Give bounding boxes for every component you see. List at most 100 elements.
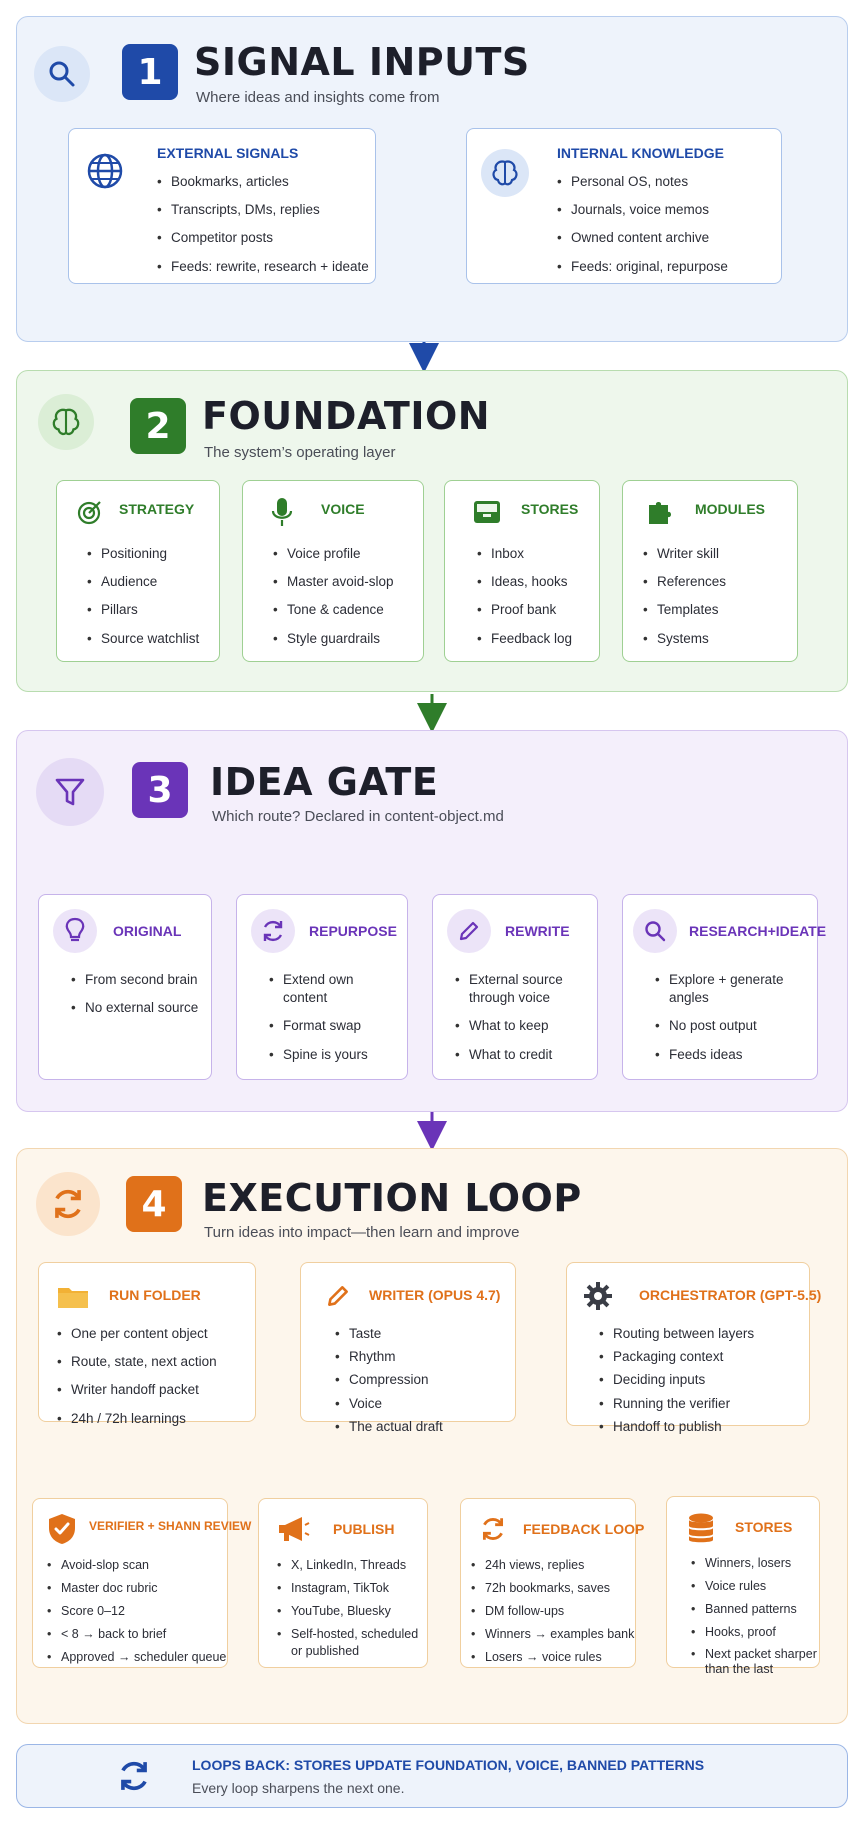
list-item: DM follow-ups xyxy=(471,1603,635,1620)
card-research-ideate: RESEARCH+IDEATE Explore + generate angle… xyxy=(622,894,826,1080)
folder-icon xyxy=(55,1281,91,1311)
brain-icon xyxy=(38,394,94,450)
list-item: No post output xyxy=(655,1017,805,1035)
card-heading: RUN FOLDER xyxy=(109,1287,201,1303)
list-item: Templates xyxy=(643,601,793,619)
list-item: Winners, losers xyxy=(691,1555,819,1572)
card-heading: ORIGINAL xyxy=(113,923,182,939)
list-item: One per content object xyxy=(57,1325,253,1343)
list-item: Routing between layers xyxy=(599,1325,805,1343)
section-title-idea-gate: IDEA GATE xyxy=(210,760,439,804)
list-item: Losers → voice rules xyxy=(471,1649,635,1666)
card-internal-knowledge: INTERNAL KNOWLEDGE Personal OS, notes Jo… xyxy=(466,128,782,284)
section-number-3: 3 xyxy=(132,762,188,818)
list-item: Instagram, TikTok xyxy=(277,1580,427,1597)
footer-subtitle: Every loop sharpens the next one. xyxy=(192,1780,405,1796)
list-item: Approved → scheduler queue xyxy=(47,1649,227,1666)
list-item: What to credit xyxy=(455,1046,595,1064)
list-item: Tone & cadence xyxy=(273,601,423,619)
list-item: Voice xyxy=(335,1395,511,1413)
filter-icon xyxy=(36,758,104,826)
list-item: What to keep xyxy=(455,1017,595,1035)
list-item: Score 0–12 xyxy=(47,1603,227,1620)
section-number-4: 4 xyxy=(126,1176,182,1232)
list-item: Journals, voice memos xyxy=(557,201,777,219)
list-item: Feeds: original, repurpose xyxy=(557,258,777,276)
list-item: Deciding inputs xyxy=(599,1371,805,1389)
microphone-icon xyxy=(267,495,297,529)
list-item: Packaging context xyxy=(599,1348,805,1366)
card-heading: STORES xyxy=(735,1519,793,1535)
list-item: Format swap xyxy=(269,1017,387,1035)
list-item: Bookmarks, articles xyxy=(157,173,371,191)
card-orchestrator: ORCHESTRATOR (GPT-5.5) Routing between l… xyxy=(566,1262,821,1436)
list-item: Winners → examples bank xyxy=(471,1626,635,1643)
list-item: Taste xyxy=(335,1325,511,1343)
list-item: Handoff to publish xyxy=(599,1418,805,1436)
card-original: ORIGINAL From second brain No external s… xyxy=(38,894,212,1080)
card-heading: REWRITE xyxy=(505,923,570,939)
list-item: Compression xyxy=(335,1371,511,1389)
list-item: Competitor posts xyxy=(157,229,371,247)
section-subtitle-signal-inputs: Where ideas and insights come from xyxy=(196,89,440,106)
refresh-icon xyxy=(477,1513,509,1545)
card-external-signals: EXTERNAL SIGNALS Bookmarks, articles Tra… xyxy=(68,128,376,284)
list-item: Inbox xyxy=(477,545,597,563)
card-heading: REPURPOSE xyxy=(309,923,397,939)
footer-title: LOOPS BACK: STORES UPDATE FOUNDATION, VO… xyxy=(192,1757,705,1773)
list-item: < 8 → back to brief xyxy=(47,1626,227,1643)
card-heading: ORCHESTRATOR (GPT-5.5) xyxy=(639,1287,822,1303)
list-item: Voice profile xyxy=(273,545,423,563)
inbox-icon xyxy=(471,497,503,527)
card-modules: MODULES Writer skill References Template… xyxy=(622,480,798,662)
list-item: Positioning xyxy=(87,545,217,563)
gear-icon xyxy=(581,1279,615,1313)
list-item: The actual draft xyxy=(335,1418,511,1436)
card-heading: MODULES xyxy=(695,501,765,517)
refresh-icon xyxy=(36,1172,100,1236)
card-stores: STORES Inbox Ideas, hooks Proof bank Fee… xyxy=(444,480,600,662)
list-item: Transcripts, DMs, replies xyxy=(157,201,371,219)
list-item: Ideas, hooks xyxy=(477,573,597,591)
card-run-folder: RUN FOLDER One per content object Route,… xyxy=(38,1262,256,1428)
list-item: Extend own content xyxy=(269,971,387,1007)
list-item: Running the verifier xyxy=(599,1395,805,1413)
list-item: 72h bookmarks, saves xyxy=(471,1580,635,1597)
list-item: Feedback log xyxy=(477,630,597,648)
section-subtitle-execution-loop: Turn ideas into impact—then learn and im… xyxy=(204,1224,520,1241)
card-strategy: STRATEGY Positioning Audience Pillars So… xyxy=(56,480,220,662)
list-item: Feeds ideas xyxy=(655,1046,805,1064)
lightbulb-icon xyxy=(53,909,97,953)
list-item: Self-hosted, scheduled or published xyxy=(277,1626,427,1660)
brain-icon xyxy=(481,149,529,197)
card-heading: RESEARCH+IDEATE xyxy=(689,923,827,939)
section-title-signal-inputs: SIGNAL INPUTS xyxy=(194,40,530,84)
list-item: References xyxy=(643,573,793,591)
section-subtitle-foundation: The system’s operating layer xyxy=(204,444,396,461)
list-item: No external source xyxy=(71,999,209,1017)
list-item: Route, state, next action xyxy=(57,1353,253,1371)
search-icon xyxy=(34,46,90,102)
section-number-1: 1 xyxy=(122,44,178,100)
list-item: Explore + generate angles xyxy=(655,971,805,1007)
card-voice: VOICE Voice profile Master avoid-slop To… xyxy=(242,480,424,662)
card-heading: INTERNAL KNOWLEDGE xyxy=(557,145,724,161)
card-rewrite: REWRITE External source through voice Wh… xyxy=(432,894,598,1080)
list-item: Feeds: rewrite, research + ideate xyxy=(157,258,371,276)
globe-icon xyxy=(83,149,127,193)
card-feedback-loop: FEEDBACK LOOP 24h views, replies 72h boo… xyxy=(460,1498,644,1668)
megaphone-icon xyxy=(275,1513,311,1545)
list-item: 24h views, replies xyxy=(471,1557,635,1574)
refresh-icon xyxy=(114,1756,154,1796)
list-item: Spine is yours xyxy=(269,1046,387,1064)
card-stores-loop: STORES Winners, losers Voice rules Banne… xyxy=(666,1496,820,1676)
list-item: Banned patterns xyxy=(691,1601,819,1618)
card-heading: EXTERNAL SIGNALS xyxy=(157,145,299,161)
section-subtitle-idea-gate: Which route? Declared in content-object.… xyxy=(212,808,504,825)
list-item: Owned content archive xyxy=(557,229,777,247)
list-item: X, LinkedIn, Threads xyxy=(277,1557,427,1574)
list-item: Master avoid-slop xyxy=(273,573,423,591)
card-heading: VOICE xyxy=(321,501,365,517)
list-item: Hooks, proof xyxy=(691,1624,819,1641)
card-repurpose: REPURPOSE Extend own content Format swap… xyxy=(236,894,408,1080)
